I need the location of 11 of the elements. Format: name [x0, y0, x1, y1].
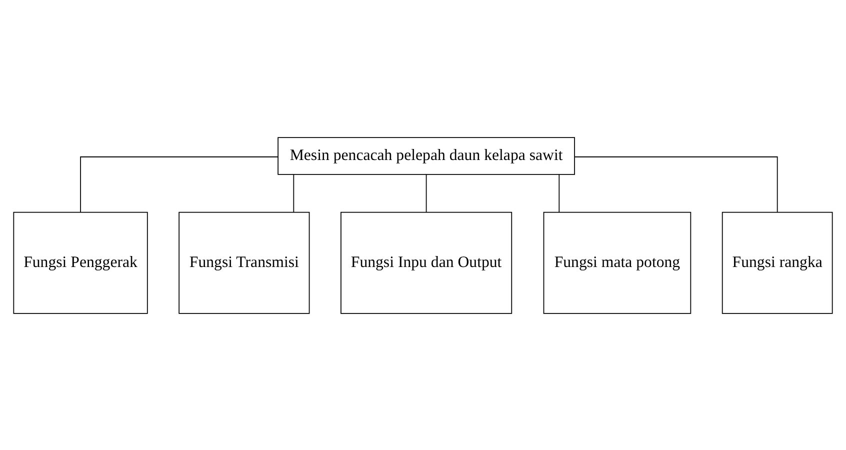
node-box: Fungsi Transmisi — [178, 211, 310, 314]
connector — [80, 156, 278, 212]
node-box: Fungsi mata potong — [543, 211, 692, 314]
connector — [293, 174, 294, 212]
node-box: Fungsi Penggerak — [13, 211, 148, 314]
node-box: Mesin pencacah pelepah daun kelapa sawit — [278, 136, 575, 174]
connector — [574, 156, 778, 212]
connector — [558, 174, 560, 212]
node-box: Fungsi Inpu dan Output — [340, 211, 512, 314]
node-box: Fungsi rangka — [722, 211, 833, 314]
connector — [426, 174, 427, 212]
